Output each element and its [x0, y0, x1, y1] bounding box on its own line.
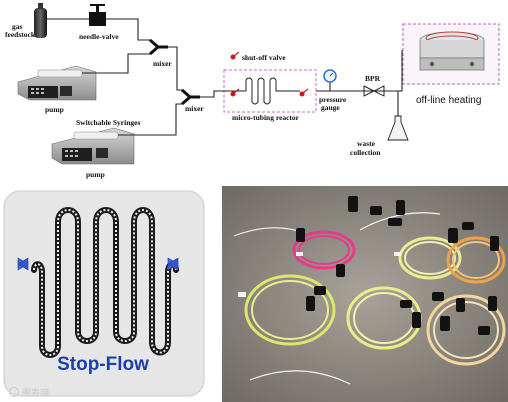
serpentine-tube-core — [33, 209, 177, 356]
mixer-bottom-icon — [181, 88, 200, 106]
needle-valve-icon — [89, 4, 106, 26]
stop-valve-right-icon — [167, 257, 179, 271]
stop-valve-left-icon — [17, 257, 29, 271]
line-to-heating — [384, 50, 403, 92]
pump-bottom-label: pump — [86, 170, 105, 179]
offline-heating-label: off-line heating — [416, 95, 481, 106]
stop-flow-panel: Stop-Flow — [0, 186, 208, 398]
mixer-bottom-label: mixer — [185, 104, 204, 113]
waste-label-1: waste — [357, 139, 376, 148]
line-mixer-to-mixer — [168, 46, 182, 91]
stop-flow-label: Stop-Flow — [57, 354, 149, 375]
coil-yellow-top — [398, 236, 462, 280]
reactor-label: micro-tubing reactor — [232, 113, 300, 122]
watermark: 图表网 — [9, 387, 49, 399]
bpr-label: BPR — [365, 74, 381, 83]
gas-line — [47, 18, 150, 41]
fittings-icon — [296, 196, 499, 335]
line-to-reactor — [200, 90, 246, 98]
line-pump-to-mixer — [82, 53, 150, 74]
flow-schematic: gas feedstock needle-valve mixer — [5, 3, 500, 179]
reactor-coil — [245, 77, 300, 105]
hotplate-icon — [419, 31, 485, 71]
pressure-gauge-label-1: pressure — [319, 95, 347, 104]
coil-pink-inner — [298, 235, 350, 265]
switchable-syringes-label: Switchable Syringes — [76, 118, 140, 127]
gas-feedstock-label-1: gas — [12, 22, 23, 31]
coil-peach — [426, 294, 506, 366]
coil-peach-inner — [433, 301, 499, 359]
coil-lime-large — [244, 274, 336, 346]
mixer-top-icon — [149, 38, 168, 56]
gas-cylinder-icon — [34, 3, 47, 38]
shutoff-valve-right-icon — [299, 88, 309, 97]
pressure-gauge-label-2: gauge — [321, 103, 340, 112]
gas-feedstock-label-2: feedstock — [5, 30, 36, 39]
coil-orange-inner — [452, 241, 500, 279]
pressure-gauge-icon — [316, 69, 384, 92]
shutoff-valve-label: shut-off valve — [242, 53, 286, 62]
tubing-photo — [222, 186, 508, 402]
tag-labels — [238, 252, 401, 297]
syringe-pump-bottom-icon — [51, 127, 135, 165]
watermark-text: 图表网 — [22, 387, 49, 399]
line-pump2-to-mixer — [118, 103, 182, 136]
shutoff-valve-left-icon — [230, 88, 240, 97]
shutoff-valve-icon — [230, 51, 240, 60]
needle-valve-label: needle-valve — [79, 32, 119, 41]
waste-flask-icon — [387, 115, 409, 141]
coil-orange — [446, 236, 506, 284]
syringe-pump-top-icon — [17, 65, 97, 101]
waste-label-2: collection — [350, 148, 381, 157]
coil-lime-large-inner — [251, 280, 329, 340]
pump-top-label: pump — [45, 105, 64, 114]
coil-yellow-top-inner — [404, 241, 456, 275]
coil-pink — [292, 230, 356, 270]
mixer-top-label: mixer — [153, 59, 172, 68]
